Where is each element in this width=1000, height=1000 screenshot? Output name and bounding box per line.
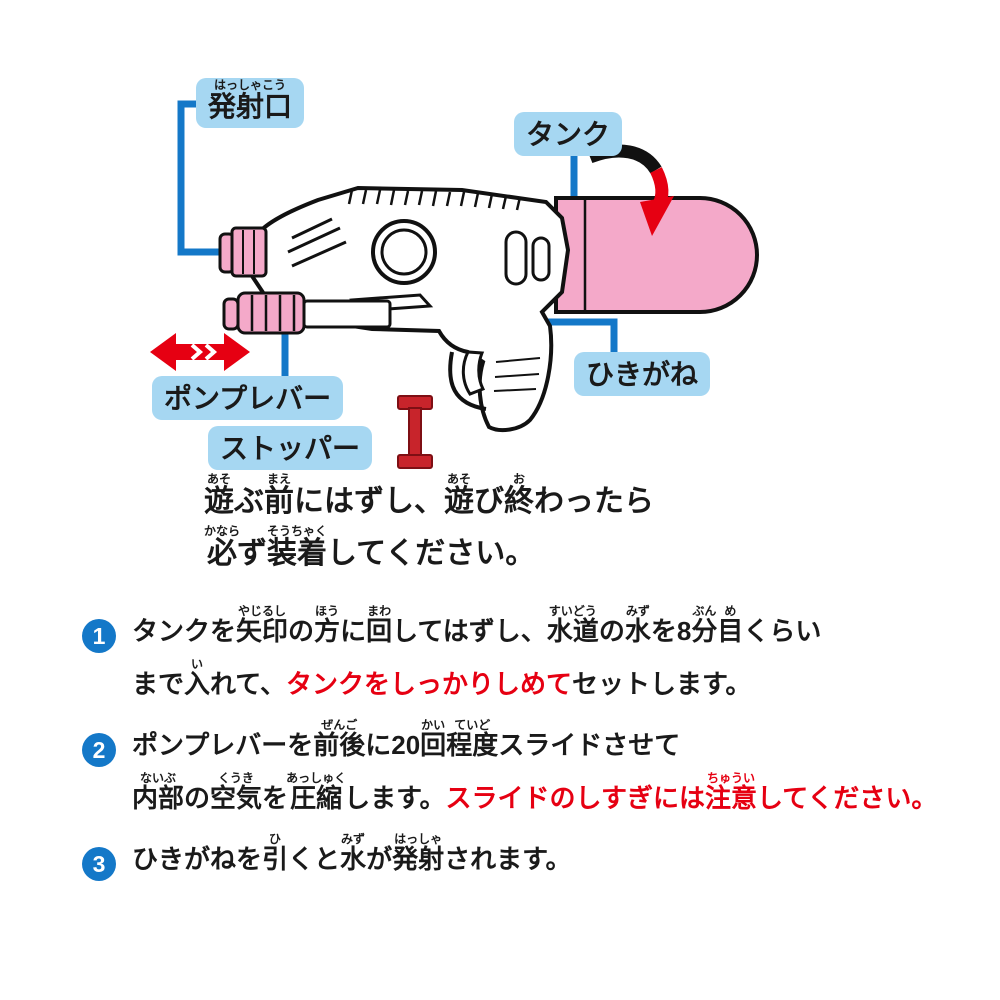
- step-1-number-badge: 1: [82, 619, 116, 653]
- step-2-text: ポンプレバーを前後ぜんごに20回かい程度ていどスライドさせて 内部ないぶの空気く…: [132, 718, 982, 824]
- step-3-text: ひきがねを引ひくと水みずが発射はっしゃされます。: [132, 832, 982, 885]
- pump-shape: [222, 291, 392, 335]
- label-pump-lever: ポンプレバー: [152, 376, 344, 420]
- stopper-caution-text: 遊あそぶ前まえにはずし、遊あそび終おわったら 必かならず装着そうちゃくしてくださ…: [204, 472, 654, 576]
- step-2-line-2: 内部ないぶの空気くうきを圧縮あっしゅくします。スライドのしすぎには注意ちゅういし…: [132, 771, 938, 813]
- instruction-steps: 1 タンクを矢印やじるしの方ほうに回まわしてはずし、水道すいどうの水みずを8分ぶ…: [82, 604, 982, 893]
- step-2: 2 ポンプレバーを前後ぜんごに20回かい程度ていどスライドさせて 内部ないぶの空…: [82, 718, 982, 824]
- slide-arrow-icon: [150, 333, 250, 371]
- label-trigger: ひきがね: [574, 352, 711, 396]
- tank-shape: [554, 196, 759, 314]
- step-1-text: タンクを矢印やじるしの方ほうに回まわしてはずし、水道すいどうの水みずを8分ぶん目…: [132, 604, 982, 710]
- step-3-line-1: ひきがねを引ひくと水みずが発射はっしゃされます。: [132, 832, 572, 874]
- stopper-icon: [397, 395, 433, 469]
- caution-line-1: 遊あそぶ前まえにはずし、遊あそび終おわったら: [204, 472, 654, 518]
- step-3: 3 ひきがねを引ひくと水みずが発射はっしゃされます。: [82, 832, 982, 885]
- trigger-connector-line: [544, 318, 618, 352]
- water-gun-illustration: [150, 100, 759, 469]
- nozzle-shape: [218, 226, 268, 278]
- trigger-shape: [461, 350, 486, 396]
- gun-body: [249, 185, 571, 433]
- step-1: 1 タンクを矢印やじるしの方ほうに回まわしてはずし、水道すいどうの水みずを8分ぶ…: [82, 604, 982, 710]
- nozzle-connector-line: [177, 100, 222, 256]
- caution-line-2: 必かならず装着そうちゃくしてください。: [204, 524, 536, 570]
- label-stopper: ストッパー: [208, 426, 373, 470]
- step-2-line-1: ポンプレバーを前後ぜんごに20回かい程度ていどスライドさせて: [132, 718, 681, 760]
- label-tank: タンク: [514, 112, 623, 156]
- step-3-number-badge: 3: [82, 847, 116, 881]
- label-nozzle: 発射口はっしゃこう: [196, 78, 305, 128]
- step-2-number-badge: 2: [82, 733, 116, 767]
- step-1-line-2: まで入いれて、タンクをしっかりしめてセットします。: [132, 657, 752, 699]
- step-1-line-1: タンクを矢印やじるしの方ほうに回まわしてはずし、水道すいどうの水みずを8分ぶん目…: [132, 604, 822, 646]
